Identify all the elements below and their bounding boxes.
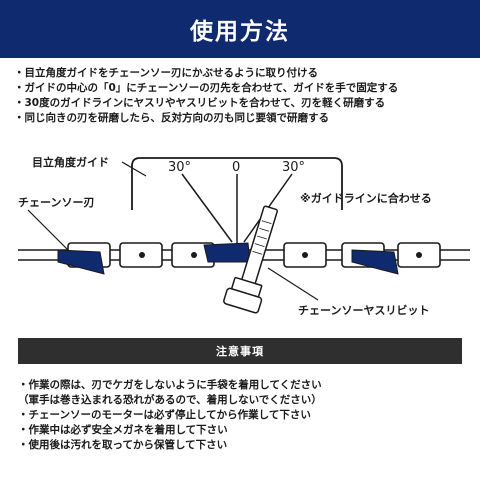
guideline-30-left	[181, 173, 233, 243]
file-texture	[261, 220, 272, 225]
callout-line	[27, 209, 69, 251]
notice-list: ・作業の際は、刃でケガをしないように手袋を着用してください （軍手は巻き込まれる…	[18, 378, 468, 453]
notice-item: ・作業中は必ず安全メガネを着用して下さい	[18, 424, 228, 436]
chain-rivet	[191, 252, 197, 258]
chain-rivet	[416, 252, 422, 258]
bit-label: チェーンソーヤスリビット	[298, 303, 429, 317]
file-texture	[254, 243, 265, 247]
angle-guide	[131, 157, 343, 210]
notice-item: ・チェーンソーのモーターは必ず停止してから作業して下さい	[18, 409, 311, 421]
callout-line	[267, 267, 319, 301]
instruction-step: ・30度のガイドラインにヤスリやヤスリビットを合わせて、刃を軽く研磨する	[14, 97, 386, 109]
page-title: 使用方法	[190, 19, 290, 45]
instruction-step: ・ガイドの中心の「0」にチェーンソーの刃先を合わせて、ガイドを手で固定する	[14, 82, 399, 94]
chain-rivet	[139, 252, 145, 258]
bit-holder	[223, 287, 263, 314]
notice-item: （軍手は巻き込まれる恐れがあるので、着用しないでください）	[18, 394, 322, 406]
notice-item: ・作業の際は、刃でケガをしないように手袋を着用してください	[18, 379, 322, 391]
cutter-tooth	[203, 242, 251, 263]
angle-label-left: 30°	[168, 160, 191, 175]
sharpening-diagram: 目立角度ガイド チェーンソー刃 ※ガイドラインに合わせる チェーンソーヤスリビッ…	[18, 155, 470, 317]
file-texture	[257, 235, 267, 240]
notice-item: ・使用後は汚れを取ってから保管して下さい	[18, 439, 228, 451]
angle-label-right: 30°	[282, 160, 305, 175]
callout-line	[121, 161, 147, 177]
file-texture	[259, 227, 270, 232]
instruction-step: ・目立角度ガイドをチェーンソー刃にかぶせるように取り付ける	[14, 67, 318, 79]
angle-label-center: 0	[232, 160, 240, 175]
guideline-note: ※ガイドラインに合わせる	[300, 191, 432, 205]
notice-header: 注意事項	[18, 338, 462, 364]
instruction-step: ・同じ向きの刃を研磨したら、反対方向の刃も同じ要領で研磨する	[14, 112, 329, 124]
cutter-tooth	[351, 249, 399, 275]
page-header: 使用方法	[0, 0, 480, 58]
notice-title: 注意事項	[216, 345, 264, 358]
file-bit	[223, 205, 278, 314]
file-texture	[252, 250, 263, 255]
blade-label: チェーンソー刃	[18, 196, 94, 209]
guide-label: 目立角度ガイド	[32, 155, 109, 169]
cutter-tooth	[57, 249, 105, 275]
instruction-list: ・目立角度ガイドをチェーンソー刃にかぶせるように取り付ける ・ガイドの中心の「0…	[14, 66, 474, 126]
chain-rivet	[302, 252, 308, 258]
